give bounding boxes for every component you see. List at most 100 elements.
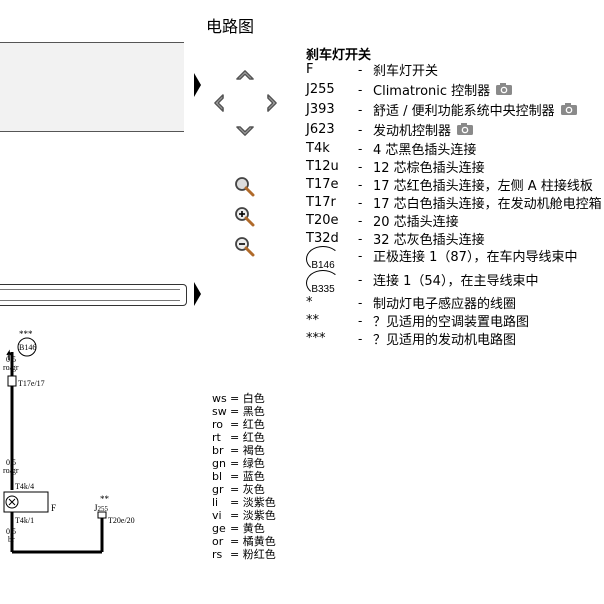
color-code: rs [212, 548, 223, 561]
color-code: bl [212, 470, 223, 483]
color-code-row: ro= 红色 [212, 418, 265, 431]
legend-item: T32d -32 芯灰色插头连接 [306, 229, 485, 248]
color-code-row: br= 褐色 [212, 444, 265, 457]
circle-code-b146: B146 [306, 246, 340, 272]
color-code-row: bl= 蓝色 [212, 470, 265, 483]
wire-size: 0,5 [6, 527, 16, 536]
color-code: gn [212, 457, 226, 470]
color-code-row: rt= 红色 [212, 431, 265, 444]
chevron-down-icon[interactable] [233, 119, 257, 143]
wire-color: br [8, 535, 15, 544]
wire-size: 0,5 [6, 458, 16, 467]
legend-desc: 12 芯棕色插头连接 [373, 160, 485, 176]
color-name: 褐色 [242, 444, 265, 457]
diagram-panel-top[interactable] [0, 42, 184, 132]
legend-desc: 32 芯灰色插头连接 [373, 232, 485, 248]
legend-item-b335: -连接 1（54），在主导线束中 [358, 271, 539, 289]
color-name: 白色 [242, 392, 265, 405]
zoom-in-icon[interactable] [233, 205, 257, 229]
legend-desc: 舒适 / 便利功能系统中央控制器 [373, 103, 555, 119]
magnifier-icon[interactable] [233, 175, 257, 199]
color-name: 红色 [242, 431, 265, 444]
color-code: ro [212, 418, 224, 431]
connector-t4k4: T4k/4 [15, 482, 35, 491]
bar-expand-arrow-icon[interactable] [194, 282, 201, 306]
color-name: 淡紫色 [242, 496, 276, 509]
color-name: 蓝色 [242, 470, 265, 483]
legend-note: ***-？见适用的发动机电路图 [306, 330, 517, 348]
page-title: 电路图 [206, 17, 255, 36]
legend-item: T17e-17 芯红色插头连接，左侧 A 柱接线板 [306, 175, 593, 194]
color-code: or [212, 535, 224, 548]
legend-desc: 17 芯红色插头连接，左侧 A 柱接线板 [373, 178, 593, 194]
legend-item: J623 -发动机控制器 [306, 120, 474, 139]
legend-dash: - [358, 121, 363, 137]
color-code: rt [212, 431, 221, 444]
legend-item: T17r-17 芯白色插头连接，在发动机舱电控箱 [306, 193, 602, 212]
color-code-row: gr= 灰色 [212, 483, 265, 496]
color-code: li [212, 496, 219, 509]
wire-color: ro/gr [3, 466, 19, 475]
legend-note: **-？见适用的空调装置电路图 [306, 312, 530, 330]
legend-dash: - [358, 176, 363, 192]
legend-title: 刹车灯开关 [306, 48, 372, 63]
legend-dash: - [358, 140, 363, 156]
legend-dash: - [358, 101, 363, 117]
color-name: 黑色 [242, 405, 265, 418]
camera-icon[interactable] [495, 82, 513, 96]
color-code-row: ws= 白色 [212, 392, 265, 405]
zoom-out-icon[interactable] [233, 235, 257, 259]
legend-dash: - [358, 230, 363, 246]
legend-code: T32d [306, 230, 339, 246]
chevron-up-icon[interactable] [233, 63, 257, 87]
legend-code: T4k [306, 140, 330, 156]
color-name: 灰色 [242, 483, 265, 496]
legend-item: T20e-20 芯插头连接 [306, 211, 459, 230]
legend-desc: 刹车灯开关 [373, 63, 439, 79]
color-code-row: gn= 绿色 [212, 457, 265, 470]
legend-dash: - [358, 212, 363, 228]
diagram-scroll-bar[interactable] [0, 284, 187, 306]
color-code-row: vi= 淡紫色 [212, 509, 276, 522]
chevron-right-icon[interactable] [260, 91, 284, 115]
legend-item: J255-Climatronic 控制器 [306, 80, 513, 99]
color-name: 绿色 [242, 457, 265, 470]
legend-desc: 发动机控制器 [373, 123, 452, 139]
color-code-row: ge= 黄色 [212, 522, 265, 535]
legend-code: J393 [306, 101, 335, 117]
camera-icon[interactable] [560, 102, 578, 116]
wiring-schematic [3, 337, 107, 554]
chevron-left-icon[interactable] [207, 91, 231, 115]
color-code-row: rs= 粉红色 [212, 548, 276, 561]
color-code: ws [212, 392, 227, 405]
circle-code-b335: B335 [306, 270, 340, 296]
legend-dash: - [358, 158, 363, 174]
color-name: 橘黄色 [242, 535, 276, 548]
legend-item: J393 -舒适 / 便利功能系统中央控制器 [306, 100, 578, 119]
color-name: 红色 [242, 418, 265, 431]
legend-code: F [306, 61, 314, 77]
color-code: br [212, 444, 224, 457]
legend-dash: - [358, 61, 363, 77]
color-code: ge [212, 522, 226, 535]
color-code-row: or= 橘黄色 [212, 535, 276, 548]
panel-expand-arrow-icon[interactable] [194, 73, 201, 97]
legend-item: T4k -4 芯黑色插头连接 [306, 139, 477, 158]
schematic-stars: ** [100, 494, 109, 504]
legend-desc: 4 芯黑色插头连接 [373, 142, 477, 158]
color-code: sw [212, 405, 227, 418]
legend-code: J623 [306, 121, 335, 137]
color-code: vi [212, 509, 222, 522]
legend-code: T12u [306, 158, 339, 174]
legend-desc: 20 芯插头连接 [373, 214, 459, 230]
switch-label: F [51, 503, 57, 513]
legend-dash: - [358, 194, 363, 210]
color-name: 黄色 [242, 522, 265, 535]
color-code-row: sw= 黑色 [212, 405, 265, 418]
connector-t4k1: T4k/1 [15, 516, 35, 525]
legend-dash: - [358, 81, 363, 97]
camera-icon[interactable] [456, 122, 474, 136]
wire-color: ro/gr [3, 363, 19, 372]
color-code: gr [212, 483, 224, 496]
legend-desc: 17 芯白色插头连接，在发动机舱电控箱 [373, 196, 602, 212]
